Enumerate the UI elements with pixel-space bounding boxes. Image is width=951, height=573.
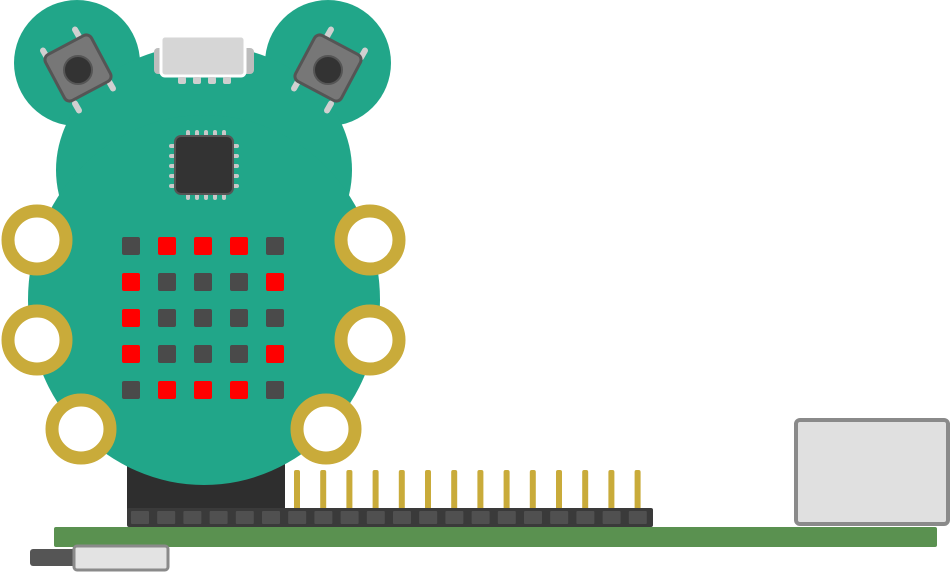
gold-pad [334, 204, 406, 276]
header-socket [628, 511, 647, 524]
header-socket [445, 511, 464, 524]
header-pin [294, 470, 300, 512]
gold-pad [334, 304, 406, 376]
header-socket [262, 511, 280, 524]
led-on [122, 345, 140, 363]
header-socket [576, 511, 595, 524]
header-socket [183, 511, 202, 524]
header-socket [602, 511, 621, 524]
led-off [122, 381, 140, 399]
led-off [158, 309, 176, 327]
tactile-button-icon[interactable] [290, 25, 369, 114]
header-strip [127, 508, 653, 527]
header-pin [477, 470, 484, 512]
side-connector [72, 544, 170, 572]
led-on [194, 381, 212, 399]
led-on [230, 381, 248, 399]
tactile-button-icon[interactable] [39, 25, 117, 114]
gold-pad [1, 304, 73, 376]
header-pin [582, 470, 589, 512]
micro-usb-port-icon [154, 34, 254, 84]
led-off [194, 345, 212, 363]
led-off [266, 309, 284, 327]
led-on [266, 273, 284, 291]
gold-pad [290, 393, 362, 465]
header-socket [550, 511, 569, 524]
led-off [194, 309, 212, 327]
header-socket [340, 511, 359, 524]
led-off [158, 273, 176, 291]
header-socket [524, 511, 542, 524]
header-pin [398, 470, 405, 512]
led-off [122, 237, 140, 255]
header-socket [235, 511, 254, 524]
header-pin [503, 470, 510, 512]
led-on [122, 273, 140, 291]
header-pin [372, 470, 379, 512]
sd-card-slot [794, 418, 950, 526]
led-on [158, 381, 176, 399]
led-off [194, 273, 212, 291]
led-off [266, 237, 284, 255]
led-on [194, 237, 212, 255]
header-pin [634, 470, 641, 512]
header-pin [346, 470, 353, 512]
header-pin [556, 470, 562, 512]
header-socket [314, 511, 333, 524]
microbit-board [1, 0, 406, 485]
header-socket [419, 511, 438, 524]
header-pin [425, 470, 431, 512]
header-socket [157, 511, 176, 524]
led-matrix [122, 237, 284, 399]
led-on [266, 345, 284, 363]
header-socket [131, 511, 149, 524]
microcontroller-chip-icon [169, 130, 239, 200]
gold-pad [1, 204, 73, 276]
led-off [230, 309, 248, 327]
header-socket [366, 511, 385, 524]
header-socket [393, 511, 411, 524]
led-off [266, 381, 284, 399]
led-on [122, 309, 140, 327]
header-pin [320, 470, 327, 512]
header-socket [288, 511, 307, 524]
header-pin [529, 470, 536, 512]
gold-pads [1, 204, 406, 465]
header-socket [497, 511, 516, 524]
header-socket [209, 511, 228, 524]
header-pin [608, 470, 615, 512]
base-pcb [30, 418, 950, 572]
led-on [158, 237, 176, 255]
led-off [230, 345, 248, 363]
led-off [158, 345, 176, 363]
header-pin [451, 470, 458, 512]
pcb-base-board [54, 527, 937, 547]
header-socket [471, 511, 490, 524]
pin-header [127, 470, 653, 527]
led-off [230, 273, 248, 291]
led-on [230, 237, 248, 255]
gold-pad [45, 393, 117, 465]
